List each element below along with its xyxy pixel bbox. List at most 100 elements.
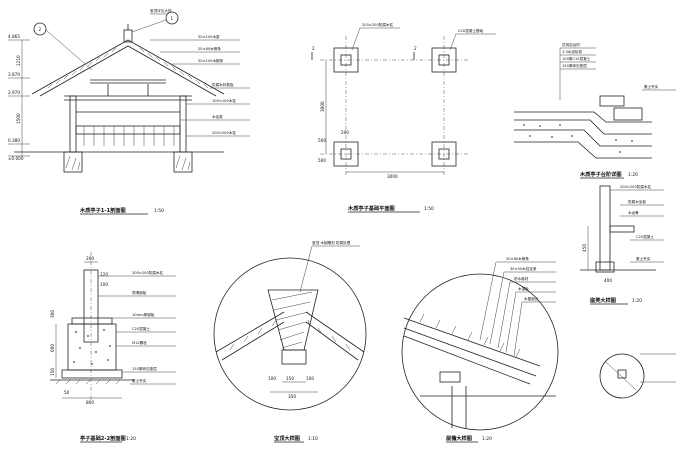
col-dim-6: 150 bbox=[50, 368, 55, 376]
footing-gravel bbox=[61, 369, 123, 379]
roof-outline bbox=[31, 39, 225, 95]
step-top bbox=[514, 111, 652, 123]
callout-2-bubble bbox=[33, 22, 47, 36]
ridge-note: 宝顶 木制雕刻 防腐处理 bbox=[312, 240, 351, 245]
level-3: 2.970 bbox=[8, 90, 20, 95]
ridge-finial bbox=[267, 289, 319, 351]
elev-note-2: 50×100木梁 bbox=[198, 34, 220, 39]
seat-dim-2: 400 bbox=[604, 278, 612, 283]
elev-dim-2: 1500 bbox=[16, 113, 21, 124]
plan-title: 木质亭子基础平面图 bbox=[347, 204, 395, 212]
col-note-5: M12螺栓 bbox=[132, 340, 147, 345]
col-dim-2: 120 bbox=[100, 272, 108, 277]
ridge-dim-3: 100 bbox=[306, 376, 314, 381]
elevation-scale: 1:50 bbox=[154, 208, 164, 214]
column-notes: 200×200防腐木柱 预埋钢板 10mm厚钢板 C20混凝土 M12螺栓 15… bbox=[98, 270, 176, 385]
col-dim-4: 600 bbox=[50, 344, 55, 352]
step-note-1: 花岗岩台阶 bbox=[562, 42, 580, 47]
ridge-dim-1: 100 bbox=[268, 376, 276, 381]
seat-note-5: 素土夯实 bbox=[636, 256, 651, 261]
col-note-7: 素土夯实 bbox=[132, 378, 147, 383]
seat-scale: 1:20 bbox=[632, 298, 642, 304]
elev-note-4: 50×100木檩条 bbox=[198, 58, 224, 63]
elev-dim-1: 1210 bbox=[16, 55, 21, 66]
ridge-dim-4: 350 bbox=[288, 394, 296, 399]
eave-roof-top bbox=[403, 317, 541, 367]
eave-title: 屋檐大样图 bbox=[446, 434, 472, 442]
col-note-1: 200×200防腐木柱 bbox=[132, 270, 164, 275]
pavilion-section-view: 4.865 3.870 2.970 0.380 ±0.000 1210 1500… bbox=[8, 8, 250, 215]
seat-post bbox=[599, 185, 611, 271]
callout-2: 2 bbox=[39, 27, 42, 32]
plan-dim-b: 500 bbox=[318, 158, 326, 163]
callout-1: 1 bbox=[171, 16, 174, 21]
elev-note-5: 防腐木封檐板 bbox=[212, 82, 234, 87]
plan-scale: 1:50 bbox=[424, 206, 434, 212]
bench bbox=[75, 125, 181, 135]
plan-dim-width: 3000 bbox=[387, 174, 398, 179]
step-block-1 bbox=[599, 95, 625, 107]
section-mark-left: 2 bbox=[312, 46, 315, 51]
elev-note-7: 木坐凳 bbox=[212, 114, 223, 119]
col-dim-1: 200 bbox=[86, 256, 94, 261]
elevation-title: 木质亭子1-1剖面图 bbox=[79, 206, 126, 214]
section-mark-right: 2 bbox=[414, 46, 417, 51]
col-note-3: 10mm厚钢板 bbox=[132, 312, 155, 317]
level-marks: 4.865 3.870 2.970 0.380 ±0.000 1210 1500 bbox=[8, 34, 30, 161]
col-note-2: 预埋钢板 bbox=[132, 290, 147, 295]
plan-dim-a: 500 bbox=[318, 138, 326, 143]
seat-dim-1: 450 bbox=[582, 244, 587, 252]
footing-tr bbox=[431, 47, 457, 73]
eave-tiles bbox=[419, 313, 521, 358]
eave-detail: 20×80木椽条 30×50木挂瓦条 防水卷材 木望板 木屋面瓦 屋檐大样图 1… bbox=[401, 256, 559, 443]
left-footing bbox=[63, 151, 83, 173]
column-title: 亭子基础2-2剖面图 bbox=[80, 434, 126, 442]
bench-slats bbox=[83, 126, 175, 146]
ridge-title: 宝顶大样图 bbox=[274, 434, 300, 442]
column-scale: 1:20 bbox=[126, 436, 136, 442]
eave-note-3: 防水卷材 bbox=[514, 276, 529, 281]
col-dim-5: 300 bbox=[50, 310, 55, 318]
ridge-scale: 1:10 bbox=[308, 436, 318, 442]
left-column bbox=[69, 95, 77, 153]
foundation-plan: 2 2 3000 3000 200 500 500 200×200防腐木柱 C2… bbox=[311, 22, 496, 213]
level-4: 0.380 bbox=[8, 138, 20, 143]
level-1: 4.865 bbox=[8, 34, 20, 39]
roof-inner-line bbox=[39, 45, 217, 97]
elev-note-8: 200×200木柱 bbox=[212, 130, 236, 135]
footing-br bbox=[431, 141, 457, 167]
elevation-notes: 宝顶详见大样 50×100木梁 20×80木椽条 50×100木檩条 防腐木封檐… bbox=[150, 8, 250, 137]
col-dim-7: 800 bbox=[86, 400, 94, 405]
col-note-6: 150厚碎石垫层 bbox=[132, 366, 157, 371]
step-note-2: 1:3水泥砂浆 bbox=[562, 49, 583, 54]
seat-board bbox=[609, 225, 635, 233]
plan-dim-col: 200 bbox=[341, 130, 349, 135]
level-5: ±0.000 bbox=[8, 156, 24, 161]
step-scale: 1:20 bbox=[628, 172, 638, 178]
seat-notes: 200×200防腐木柱 防腐木坐板 木龙骨 C20混凝土 素土夯实 bbox=[610, 184, 664, 263]
eave-detail-circle bbox=[401, 273, 559, 431]
step-note-4: 150厚碎石垫层 bbox=[562, 63, 587, 68]
seat-note-3: 木龙骨 bbox=[628, 210, 639, 215]
eave-note-5: 木屋面瓦 bbox=[524, 296, 539, 301]
footing-tl bbox=[333, 47, 359, 73]
footing-plate bbox=[71, 317, 113, 325]
ridge-detail: 100 150 100 350 宝顶 木制雕刻 防腐处理 宝顶大样图 1:10 bbox=[213, 240, 367, 443]
ridge-detail-circle bbox=[213, 257, 367, 411]
elev-note-3: 20×80木椽条 bbox=[198, 46, 221, 51]
footing-bl bbox=[333, 141, 359, 167]
ridge-dim-2: 150 bbox=[286, 376, 294, 381]
plan-note-1: 200×200防腐木柱 bbox=[362, 22, 394, 27]
eave-note-2: 30×50木挂瓦条 bbox=[510, 266, 537, 271]
seat-detail: 450 400 200×200防腐木柱 防腐木坐板 木龙骨 C20混凝土 素土夯… bbox=[580, 184, 664, 305]
right-footing bbox=[173, 151, 193, 173]
seat-title: 座凳大样图 bbox=[589, 296, 616, 304]
seat-zoom-circle bbox=[599, 353, 676, 399]
step-title: 木质亭子台阶详图 bbox=[579, 170, 622, 178]
seat-note-4: C20混凝土 bbox=[636, 234, 654, 239]
eave-scale: 1:20 bbox=[482, 436, 492, 442]
elev-note-6: 100×100木柱 bbox=[212, 98, 236, 103]
plan-dim-height: 3000 bbox=[320, 101, 325, 112]
